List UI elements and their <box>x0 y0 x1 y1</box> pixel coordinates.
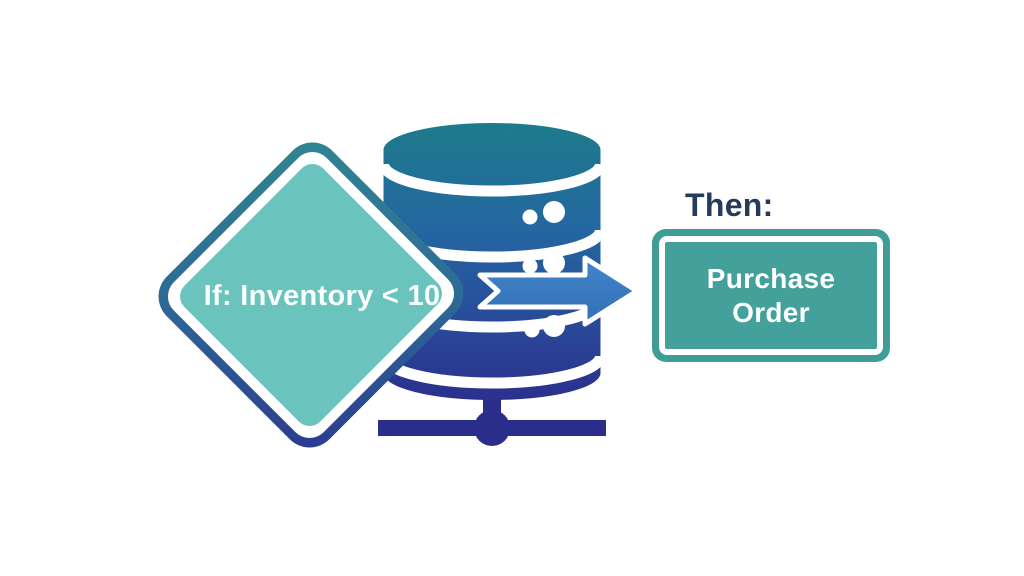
then-label: Then: <box>685 187 774 223</box>
action-label: Purchase Order <box>706 262 836 328</box>
condition-label: If: Inventory < 10 <box>203 280 441 312</box>
action-node: Purchase Order <box>652 229 890 362</box>
flow-arrow-icon <box>477 255 640 327</box>
action-node-border: Purchase Order <box>659 236 883 355</box>
